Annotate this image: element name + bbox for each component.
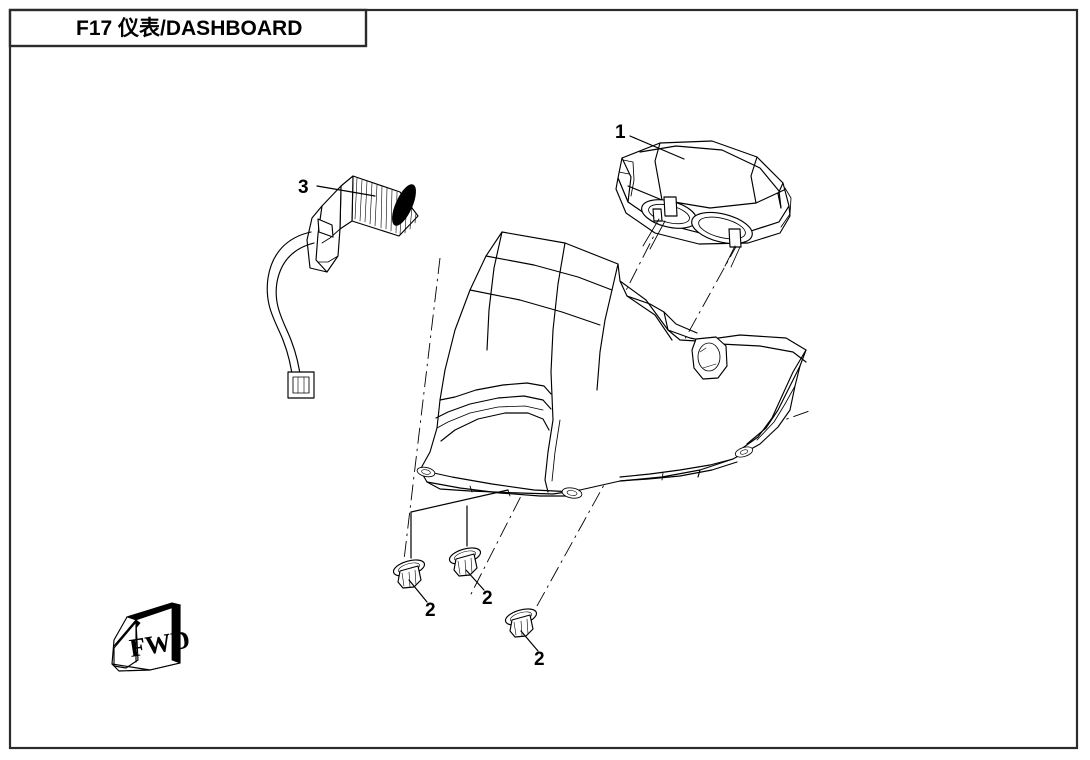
- callout-label-2c: 2: [534, 649, 545, 670]
- callout-leader-2b: [465, 569, 485, 591]
- callout-leader-2c: [520, 630, 539, 652]
- part-flange-bolt-a[interactable]: [392, 557, 427, 589]
- callout-leader-2a: [408, 579, 428, 603]
- sheet-title: F17 仪表/DASHBOARD: [76, 17, 302, 40]
- part-flange-bolt-b[interactable]: [448, 545, 483, 577]
- part-instrument-cluster[interactable]: [615, 140, 792, 268]
- callout-label-3: 3: [298, 177, 309, 198]
- callout-leader-1: [629, 135, 685, 160]
- callout-label-2a: 2: [425, 600, 436, 621]
- cable-connector: [287, 371, 315, 399]
- part-sensor-cable-assembly[interactable]: [266, 175, 420, 399]
- front-cowl-panel: [416, 231, 807, 499]
- part-flange-bolt-c[interactable]: [504, 606, 539, 638]
- bolt-group-bracket: [410, 489, 509, 559]
- callout-leader-3: [316, 185, 376, 197]
- title-box: [8, 8, 368, 48]
- sheet-border: [8, 8, 1079, 750]
- callout-label-1: 1: [615, 122, 626, 143]
- forward-direction-arrow: FWD: [111, 602, 192, 672]
- callout-label-2b: 2: [482, 588, 493, 609]
